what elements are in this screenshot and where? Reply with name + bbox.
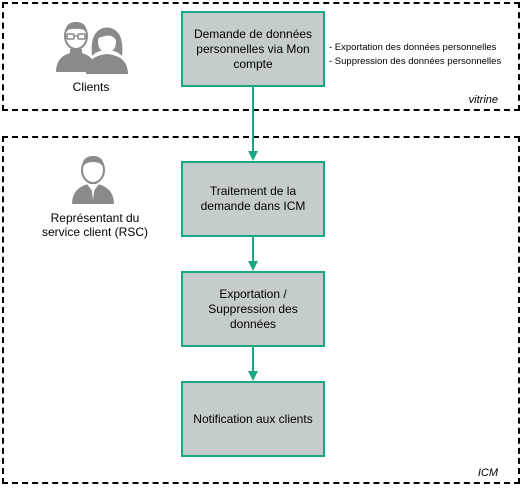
note-delete: - Suppression des données personnelles	[329, 56, 502, 67]
icm-zone-label: ICM	[477, 467, 498, 479]
step-processing-box: Traitement de la demande dans ICM	[181, 161, 325, 237]
clients-label: Clients	[72, 80, 110, 94]
step-request-box: Demande de données personnelles via Mon …	[181, 11, 325, 87]
rsc-icon	[72, 156, 114, 204]
rsc-label: Représentant du service client (RSC)	[41, 211, 149, 239]
vitrine-zone-label: vitrine	[468, 94, 498, 106]
clients-icon	[56, 22, 128, 74]
request-options-notes: - Exportation des données personnelles -…	[329, 41, 501, 69]
vitrine-zone: vitrine	[2, 2, 520, 111]
step-notification-text: Notification aux clients	[193, 411, 313, 426]
step-export-delete-text: Exportation / Suppression des données	[208, 286, 298, 331]
icm-zone: ICM	[2, 136, 520, 484]
step-export-delete-box: Exportation / Suppression des données	[181, 271, 325, 347]
step-request-text: Demande de données personnelles via Mon …	[193, 26, 313, 71]
step-notification-box: Notification aux clients	[181, 381, 325, 457]
step-processing-text: Traitement de la demande dans ICM	[200, 184, 306, 213]
note-export: - Exportation des données personnelles	[329, 42, 497, 53]
